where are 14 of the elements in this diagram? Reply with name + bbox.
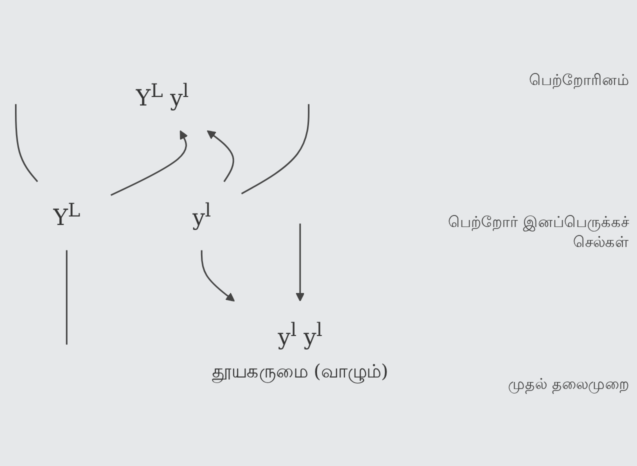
genotype-label: Y$^{L}$ bbox=[53, 200, 80, 232]
connector-line bbox=[66, 250, 68, 345]
genotype-label: Y$^{L}$ y$^{l}$ bbox=[136, 80, 189, 112]
arrow bbox=[296, 224, 305, 302]
connector-line bbox=[241, 104, 310, 195]
row-label: பெற்றோர் இனப்பெருக்கச் செல்கள் bbox=[447, 213, 629, 253]
arrow bbox=[200, 250, 235, 302]
arrow bbox=[110, 130, 188, 196]
genotype-label: y$^{l}$ y$^{l}$ தூயகருமை (வாழும்) bbox=[212, 320, 388, 384]
row-label: பெற்றோரினம் bbox=[528, 71, 629, 91]
row-label: முதல் தலைமுறை bbox=[507, 375, 629, 395]
genotype-label: y$^{l}$ bbox=[192, 200, 211, 232]
connector-line bbox=[15, 104, 38, 182]
arrow bbox=[206, 130, 234, 182]
